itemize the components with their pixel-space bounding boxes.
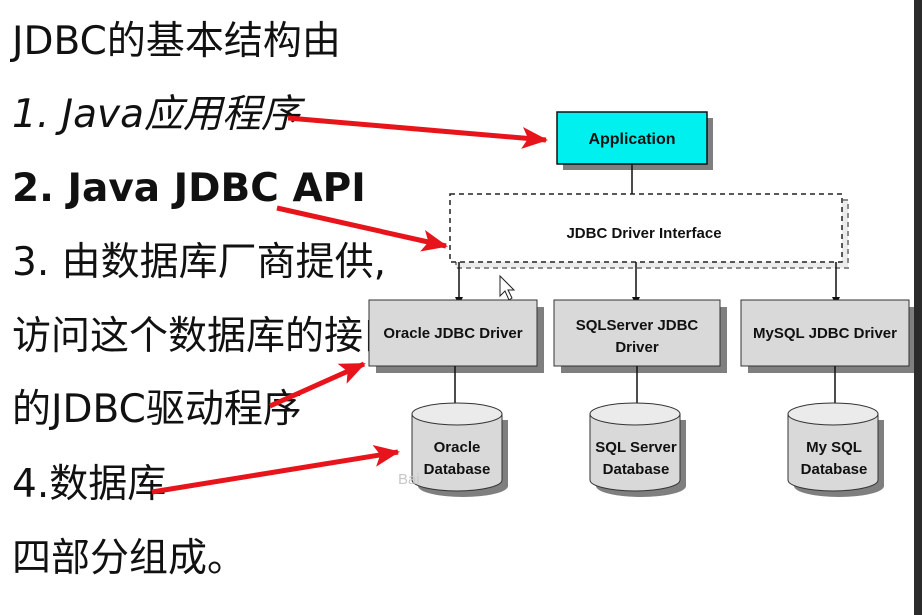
oracle-database-cylinder: Oracle Database <box>411 402 508 497</box>
item-3-line2: 访问这个数据库的接口 <box>12 314 403 359</box>
sqlserver-db-label-1: SQL Server <box>595 439 677 456</box>
arrow-database-text-to-oracle-db <box>151 444 400 495</box>
sqlserver-driver-label-2: Driver <box>615 339 659 356</box>
oracle-driver-label: Oracle JDBC Driver <box>383 325 522 342</box>
oracle-driver-box: Oracle JDBC Driver <box>368 299 544 373</box>
item-3-line1: 3. 由数据库厂商提供, <box>12 240 387 285</box>
sqlserver-driver-label-1: SQLServer JDBC <box>576 317 699 334</box>
mysql-driver-label: MySQL JDBC Driver <box>753 325 897 342</box>
item-2-jdbc-api: 2. Java JDBC API <box>12 166 366 211</box>
watermark-text: Bai <box>398 471 420 488</box>
intro-line: JDBC的基本结构由 <box>12 19 341 64</box>
item-4-database: 4.数据库 <box>12 462 167 507</box>
arrow-driver-text-to-oracle-driver <box>268 361 366 409</box>
item-1-java-app: 1. Java应用程序 <box>12 92 300 137</box>
mysql-db-label-1: My SQL <box>806 439 862 456</box>
mouse-cursor-icon <box>499 274 516 301</box>
arrow-java-app-to-application <box>287 115 548 149</box>
oracle-db-label-2: Database <box>424 461 491 478</box>
sqlserver-database-cylinder: SQL Server Database <box>589 402 686 497</box>
oracle-db-label-1: Oracle <box>434 439 481 456</box>
sqlserver-db-label-2: Database <box>603 461 670 478</box>
arrow-jdbc-api-to-interface <box>276 205 448 252</box>
driver-interface-label: JDBC Driver Interface <box>566 225 721 242</box>
application-box: Application <box>556 111 713 170</box>
right-edge-bar <box>914 0 922 615</box>
application-label: Application <box>588 131 675 148</box>
item-3-line3: 的JDBC驱动程序 <box>12 387 302 432</box>
mysql-database-cylinder: My SQL Database <box>787 402 884 497</box>
mysql-db-label-2: Database <box>801 461 868 478</box>
sqlserver-driver-box: SQLServer JDBC Driver <box>553 299 727 373</box>
closing-line: 四部分组成。 <box>12 536 247 581</box>
driver-interface-box: JDBC Driver Interface <box>449 193 849 269</box>
mysql-driver-box: MySQL JDBC Driver <box>740 299 916 373</box>
